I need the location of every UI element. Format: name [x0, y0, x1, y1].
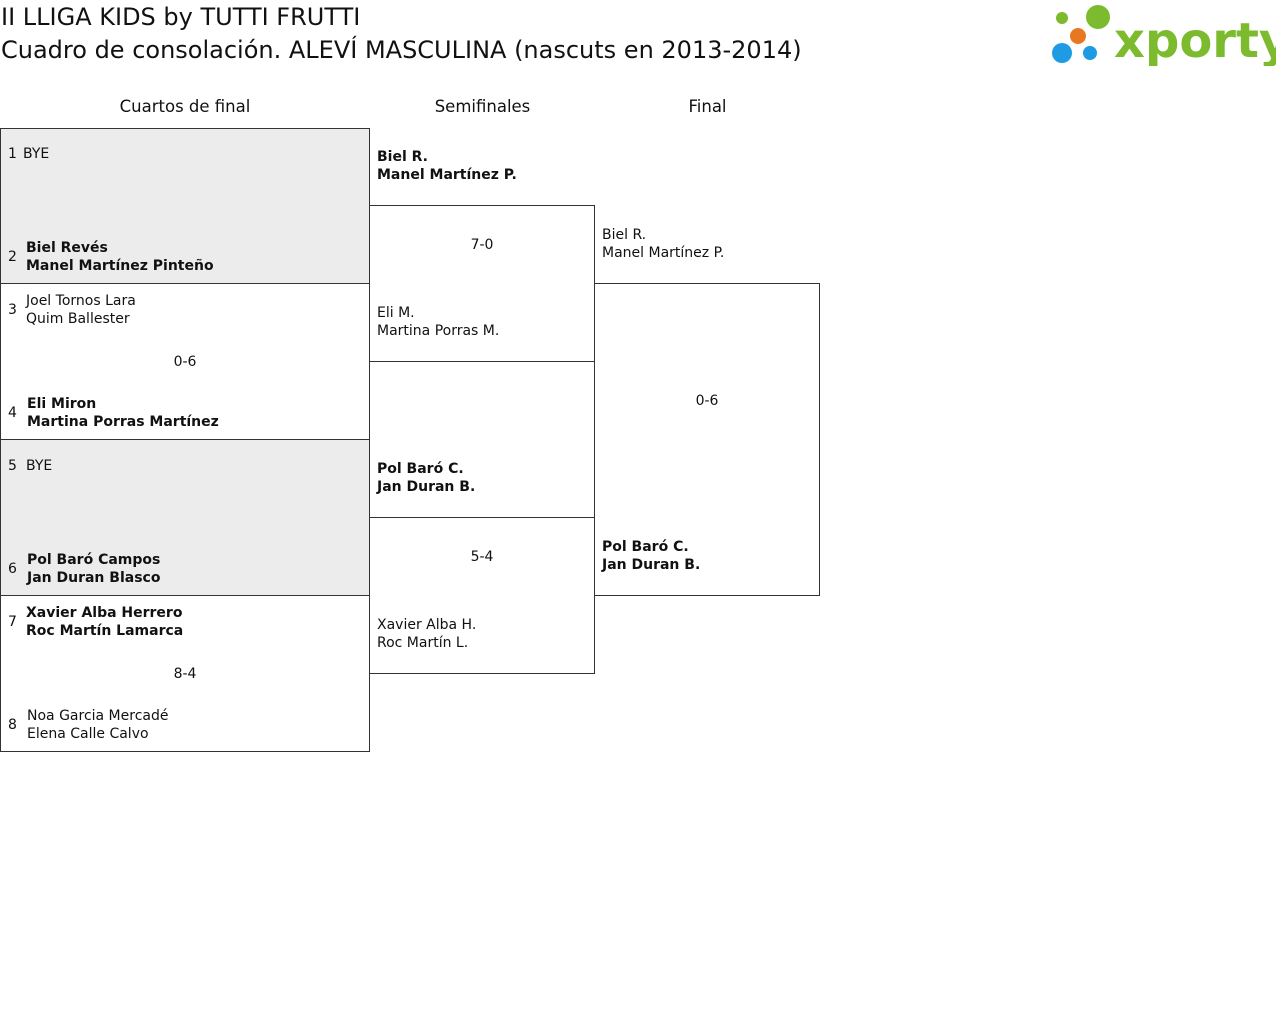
player-name: BYE: [23, 146, 50, 162]
player-name: Elena Calle Calvo: [27, 726, 149, 742]
player-name: Pol Baró C.: [377, 461, 464, 477]
player-name: Biel R.: [377, 149, 428, 165]
player-name: Martina Porras Martínez: [27, 414, 219, 430]
seed-number: 1: [8, 146, 17, 162]
page-title: II LLIGA KIDS by TUTTI FRUTTI: [1, 3, 361, 31]
seed-number: 5: [8, 458, 17, 474]
match-score: 7-0: [470, 237, 494, 253]
player-name: Eli M.: [377, 305, 415, 321]
player-name: Roc Martín L.: [377, 635, 469, 651]
page-subtitle: Cuadro de consolación. ALEVÍ MASCULINA (…: [1, 36, 802, 64]
match-score: 5-4: [470, 549, 494, 565]
player-name: Jan Duran Blasco: [27, 570, 161, 586]
player-name: Joel Tornos Lara: [26, 293, 136, 309]
final-team2: Pol Baró C. Jan Duran B.: [602, 538, 700, 574]
player-name: Xavier Alba Herrero: [26, 605, 183, 621]
qf4-team1: Xavier Alba Herrero Roc Martín Lamarca: [26, 604, 183, 640]
qf3-team2: Pol Baró Campos Jan Duran Blasco: [27, 551, 160, 587]
player-name: BYE: [26, 458, 53, 474]
qf2-team2: Eli Miron Martina Porras Martínez: [27, 395, 219, 431]
player-name: Noa Garcia Mercadé: [27, 708, 169, 724]
player-name: Manel Martínez P.: [377, 167, 517, 183]
seed-number: 6: [8, 561, 17, 577]
round-header-final: Final: [688, 97, 727, 116]
player-name: Biel Revés: [26, 240, 108, 256]
xporty-logo: xporty: [1050, 4, 1276, 66]
final-team1: Biel R. Manel Martínez P.: [602, 226, 724, 262]
match-score: 0-6: [173, 354, 197, 370]
qf2-team1: Joel Tornos Lara Quim Ballester: [26, 292, 136, 328]
match-score: 0-6: [695, 393, 719, 409]
player-name: Pol Baró Campos: [27, 552, 161, 568]
qf-match-3: [0, 439, 370, 596]
player-name: Pol Baró C.: [602, 539, 689, 555]
round-header-quarterfinals: Cuartos de final: [119, 97, 251, 116]
svg-text:xporty: xporty: [1114, 13, 1276, 66]
sf2-team2: Xavier Alba H. Roc Martín L.: [377, 616, 476, 652]
seed-number: 7: [8, 614, 17, 630]
sf1-team2: Eli M. Martina Porras M.: [377, 304, 499, 340]
qf-match-1: [0, 128, 370, 284]
sf1-team1: Biel R. Manel Martínez P.: [377, 148, 517, 184]
qf1-team2: Biel Revés Manel Martínez Pinteño: [26, 239, 214, 275]
player-name: Martina Porras M.: [377, 323, 500, 339]
player-name: Manel Martínez P.: [602, 245, 725, 261]
qf4-team2: Noa Garcia Mercadé Elena Calle Calvo: [27, 707, 168, 743]
final-match: [594, 283, 820, 596]
player-name: Quim Ballester: [26, 311, 130, 327]
round-header-semifinals: Semifinales: [434, 97, 531, 116]
player-name: Manel Martínez Pinteño: [26, 258, 214, 274]
seed-number: 3: [8, 302, 17, 318]
seed-number: 8: [8, 717, 17, 733]
player-name: Biel R.: [602, 227, 647, 243]
qf3-team1: BYE: [26, 457, 52, 475]
player-name: Eli Miron: [27, 396, 97, 412]
sf2-team1: Pol Baró C. Jan Duran B.: [377, 460, 475, 496]
player-name: Xavier Alba H.: [377, 617, 477, 633]
qf1-team1: BYE: [23, 145, 49, 163]
player-name: Jan Duran B.: [602, 557, 701, 573]
match-score: 8-4: [173, 666, 197, 682]
seed-number: 4: [8, 405, 17, 421]
seed-number: 2: [8, 249, 17, 265]
player-name: Roc Martín Lamarca: [26, 623, 184, 639]
player-name: Jan Duran B.: [377, 479, 476, 495]
